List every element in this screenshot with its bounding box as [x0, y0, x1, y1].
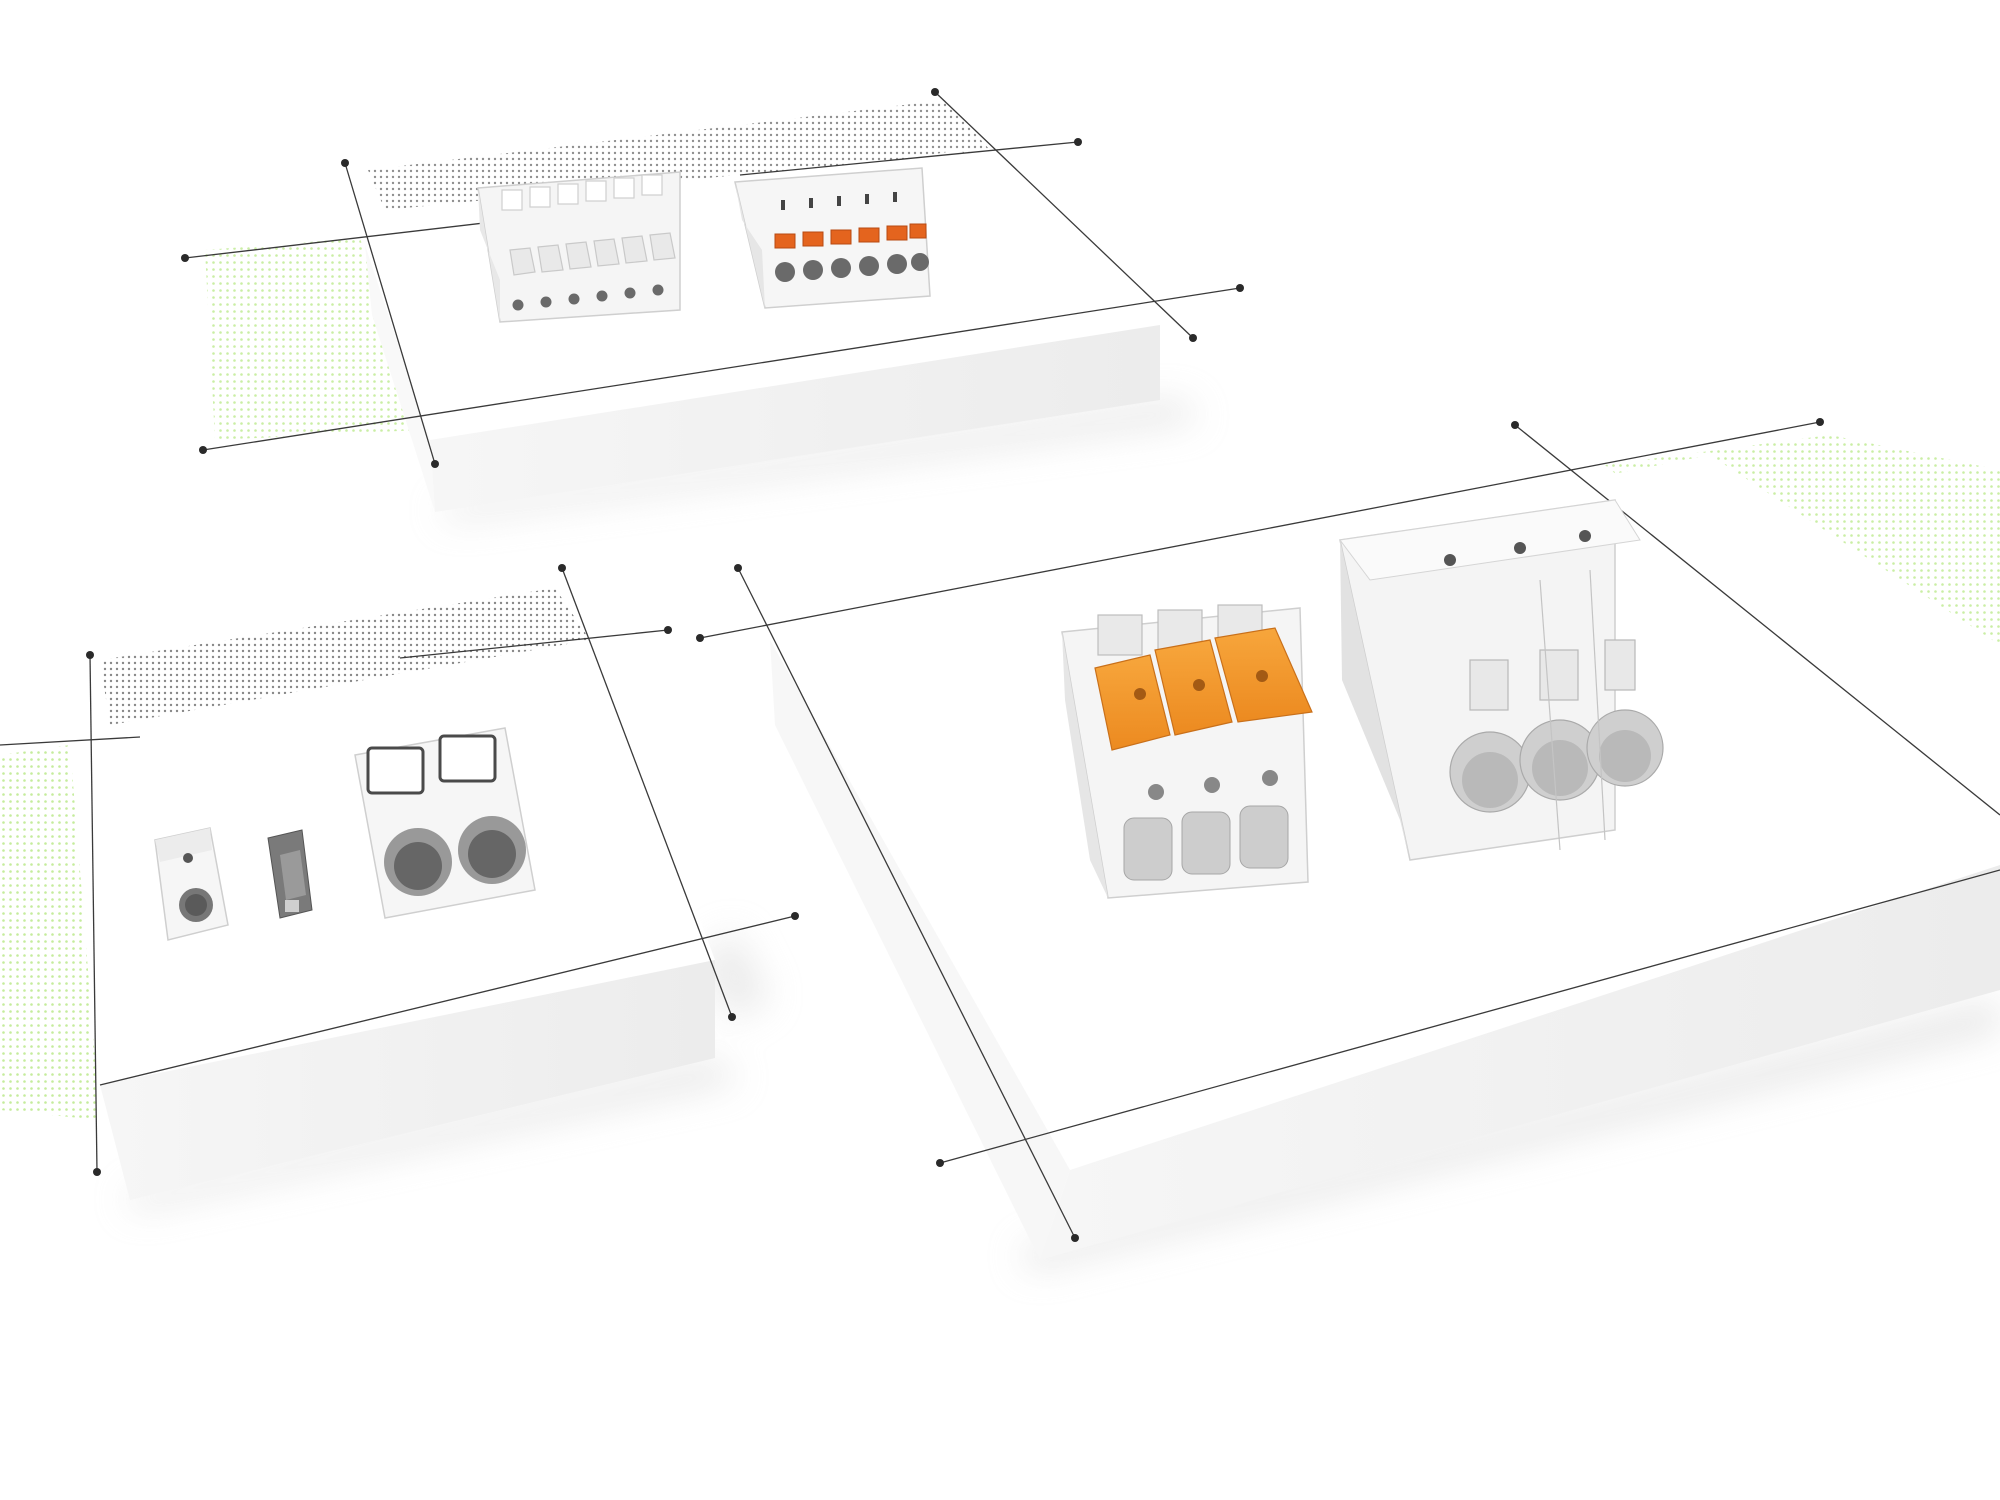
grey-dot-area-left [100, 588, 590, 725]
grey-dot-area-top [368, 100, 990, 210]
jumper-small [267, 829, 313, 919]
terminal-block-6pole-plug [477, 171, 681, 323]
green-dot-area-top [205, 238, 420, 440]
guide-line-endpoints [86, 88, 1824, 1242]
terminal-block-6pole-pushbutton [734, 167, 931, 309]
terminal-block-2pole-pushbutton [354, 727, 536, 919]
terminal-block-3pole-large [1339, 499, 1664, 861]
terminal-block-3pole-lever [1061, 604, 1313, 899]
guide-lines [0, 91, 2000, 1239]
terminal-block-1pole-small [154, 827, 229, 941]
green-dot-area-left [0, 745, 100, 1120]
shadows [125, 400, 2000, 1270]
